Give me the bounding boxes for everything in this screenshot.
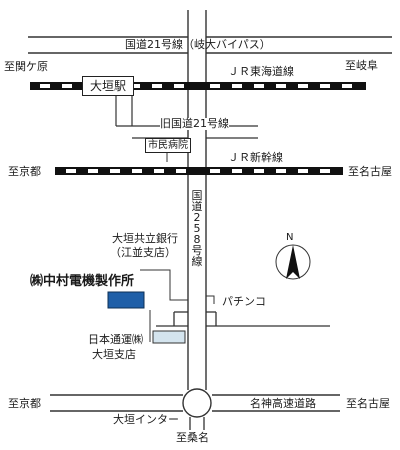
jr-shinkansen-label: ＪＲ新幹線 <box>228 151 283 164</box>
compass-label: N <box>286 232 294 243</box>
city-hospital: 市民病院 <box>145 138 191 153</box>
route-21-bypass-label: 国道21号線（岐大バイパス） <box>125 38 271 51</box>
direction-nagoya-upper: 至名古屋 <box>348 165 392 178</box>
ogaki-station: 大垣駅 <box>82 76 134 96</box>
direction-sekigahara: 至関ケ原 <box>4 60 48 73</box>
ogaki-interchange-label: 大垣インター <box>113 413 179 426</box>
meishin-expressway-road <box>50 394 340 412</box>
ogaki-interchange-ring <box>182 388 212 418</box>
route-21-bypass-road <box>28 36 392 54</box>
direction-kyoto-lower: 至京都 <box>8 397 41 410</box>
pachinko-building <box>206 295 215 304</box>
bank-name: 大垣共立銀行 <box>112 232 178 245</box>
route-258-road <box>187 10 207 390</box>
bank-branch: （江並支店） <box>110 246 176 259</box>
company-name: ㈱中村電機製作所 <box>30 274 135 289</box>
jr-shinkansen-rail <box>55 167 343 175</box>
direction-gifu: 至岐阜 <box>345 59 378 72</box>
direction-nagoya-lower: 至名古屋 <box>346 397 390 410</box>
nittsu-building <box>152 330 186 344</box>
company-marker <box>107 291 145 309</box>
nittsu-name: 日本通運㈱ <box>88 333 143 346</box>
jr-tokaido-rail <box>30 82 366 90</box>
old-route-21-label: 旧国道21号線 <box>160 117 229 130</box>
direction-kyoto-upper: 至京都 <box>8 165 41 178</box>
route-258-label: 国道258号線 <box>191 189 203 268</box>
compass <box>275 244 311 280</box>
meishin-expressway-label: 名神高速道路 <box>250 397 316 410</box>
pachinko-label: パチンコ <box>222 295 266 308</box>
nittsu-branch: 大垣支店 <box>92 348 136 361</box>
direction-kuwana: 至桑名 <box>176 431 209 444</box>
bank-building <box>140 269 188 301</box>
company-side-road <box>156 311 330 327</box>
jr-tokaido-label: ＪＲ東海道線 <box>228 65 294 78</box>
